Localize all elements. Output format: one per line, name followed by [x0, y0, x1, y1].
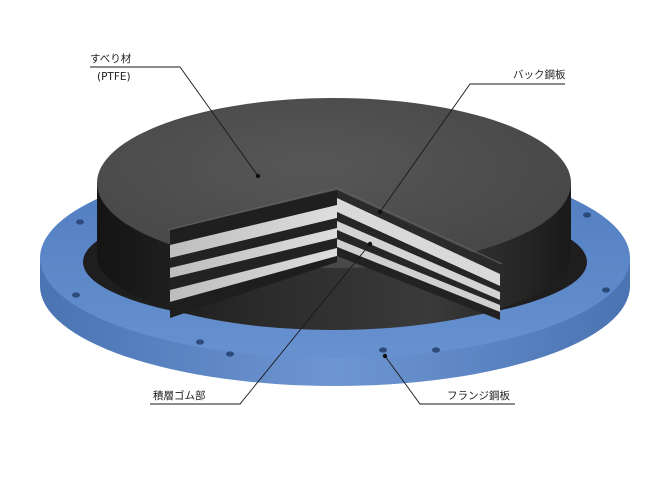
bolt-hole	[432, 347, 440, 353]
dot-sliding-material	[255, 173, 261, 179]
left-layer-steel	[170, 228, 337, 278]
bolt-hole	[602, 287, 610, 293]
dot-back-steel-plate	[377, 209, 383, 215]
label-flange-steel-plate: フランジ鋼板	[447, 389, 510, 402]
left-layer-rubber	[170, 238, 337, 290]
label-sliding-material-sub: (PTFE)	[97, 71, 131, 83]
leader-sliding-material	[90, 66, 259, 177]
cut-edge	[167, 187, 503, 265]
leader-lines	[90, 66, 565, 405]
left-layer-steel	[170, 248, 337, 302]
left-layer-rubber	[170, 218, 337, 268]
bolt-hole	[76, 219, 84, 225]
cutaway-section	[167, 187, 503, 320]
right-layer-steel	[337, 221, 500, 300]
right-layer-rubber	[337, 230, 500, 305]
leader-laminated-rubber	[150, 243, 371, 405]
bolt-hole	[72, 292, 80, 298]
right-layer-rubber	[337, 212, 500, 292]
dot-flange-steel-plate	[382, 353, 388, 359]
bolt-hole	[379, 347, 387, 353]
bolt-hole	[226, 351, 234, 357]
bolt-holes	[72, 212, 610, 357]
dot-laminated-rubber	[367, 241, 373, 247]
leader-dots	[255, 173, 388, 359]
left-layer-rubber	[170, 190, 337, 245]
right-layer-rubber	[337, 190, 500, 274]
right-layer-steel	[337, 239, 500, 312]
leader-flange-steel-plate	[384, 355, 515, 405]
label-back-steel-plate: バック鋼板	[513, 68, 566, 81]
left-layer-steel	[170, 205, 337, 258]
back-steel-plate-layer	[337, 198, 500, 286]
bolt-hole	[196, 339, 204, 345]
leader-back-steel-plate	[379, 83, 565, 213]
right-layer-rubber	[337, 247, 500, 320]
label-sliding-material: すべり材	[90, 52, 132, 65]
left-layer-rubber	[170, 256, 337, 318]
bolt-hole	[583, 212, 591, 218]
label-laminated-rubber: 積層ゴム部	[153, 389, 206, 402]
